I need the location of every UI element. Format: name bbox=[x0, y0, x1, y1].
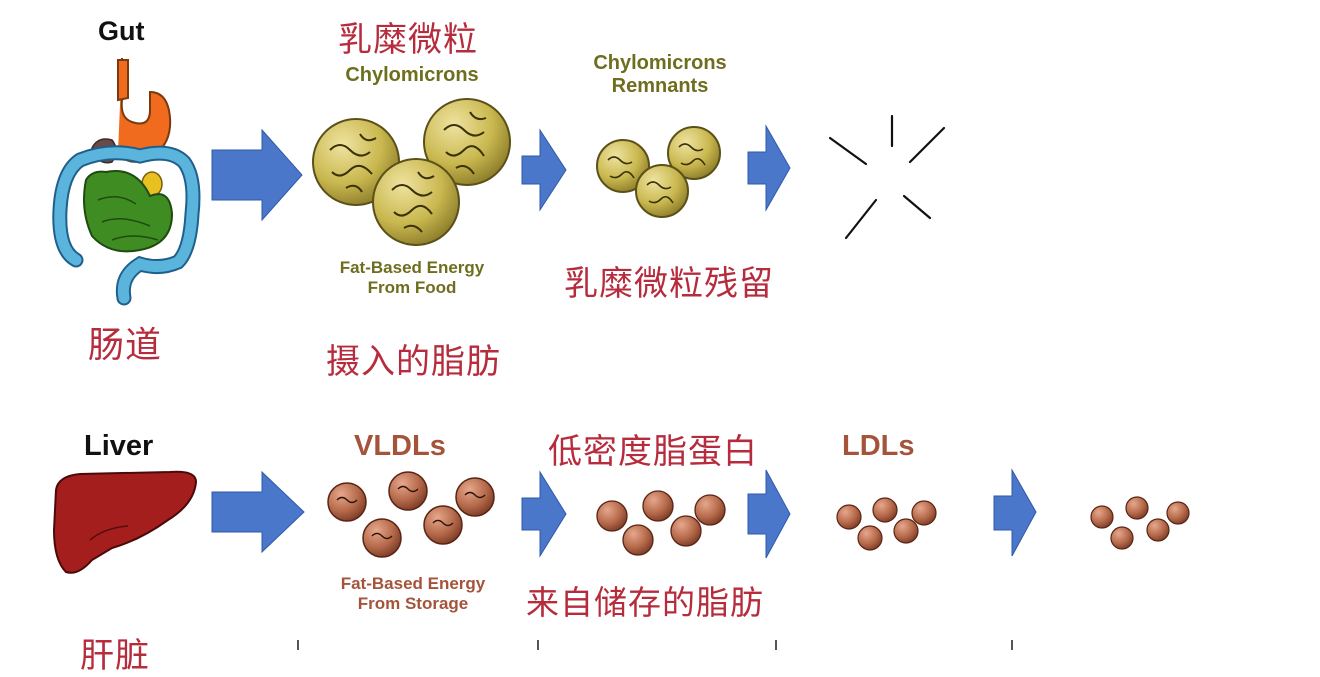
storage-energy-caption: Fat-Based Energy From Storage bbox=[318, 574, 508, 615]
remnants-label-zh: 乳糜微粒残留 bbox=[564, 264, 774, 304]
arrow-right-icon bbox=[211, 128, 303, 222]
arrow-right-icon bbox=[747, 124, 791, 212]
chylomicrons-label-zh: 乳糜微粒 bbox=[338, 20, 478, 60]
remnants-label-line1: Chylomicrons bbox=[593, 52, 727, 74]
liver-icon bbox=[52, 470, 198, 574]
gut-label: Gut bbox=[98, 16, 145, 46]
ldl-label: LDLs bbox=[842, 430, 915, 462]
arrow-right-icon bbox=[521, 128, 567, 212]
liver-label-zh: 肝脏 bbox=[80, 636, 150, 676]
arrow-right-icon bbox=[521, 470, 567, 558]
food-fat-label-zh: 摄入的脂肪 bbox=[326, 342, 501, 382]
chylomicrons-label: Chylomicrons bbox=[345, 64, 479, 86]
storage-fat-label-zh: 来自储存的脂肪 bbox=[526, 583, 764, 622]
remnants-label-line2: Remnants bbox=[611, 75, 709, 97]
diagram-canvas bbox=[52, 58, 1190, 650]
food-energy-caption: Fat-Based Energy From Food bbox=[304, 258, 520, 297]
storage-energy-caption-line2: From Storage bbox=[357, 594, 469, 614]
liver-label: Liver bbox=[84, 430, 154, 462]
small-ldl-particles bbox=[1090, 496, 1190, 550]
arrow-right-icon bbox=[993, 468, 1037, 557]
remnants-label: Chylomicrons Remnants bbox=[556, 52, 764, 98]
ldl-particles bbox=[836, 497, 937, 551]
idl-particles bbox=[596, 490, 726, 556]
ldl-label-zh: 低密度脂蛋白 bbox=[548, 432, 758, 472]
storage-energy-caption-line1: Fat-Based Energy bbox=[340, 574, 486, 593]
gut-label-zh: 肠道 bbox=[88, 325, 163, 366]
food-energy-caption-line1: Fat-Based Energy bbox=[339, 258, 485, 277]
food-energy-caption-line2: From Food bbox=[367, 277, 457, 297]
gut-icon bbox=[52, 58, 201, 306]
vldl-particles bbox=[327, 471, 495, 558]
chylomicron-particles bbox=[312, 98, 511, 246]
burst-icon bbox=[828, 114, 946, 240]
vldl-label: VLDLs bbox=[354, 430, 446, 462]
arrow-right-icon bbox=[211, 470, 305, 554]
chylomicron-remnant-particles bbox=[596, 126, 721, 218]
arrow-right-icon bbox=[747, 469, 791, 559]
